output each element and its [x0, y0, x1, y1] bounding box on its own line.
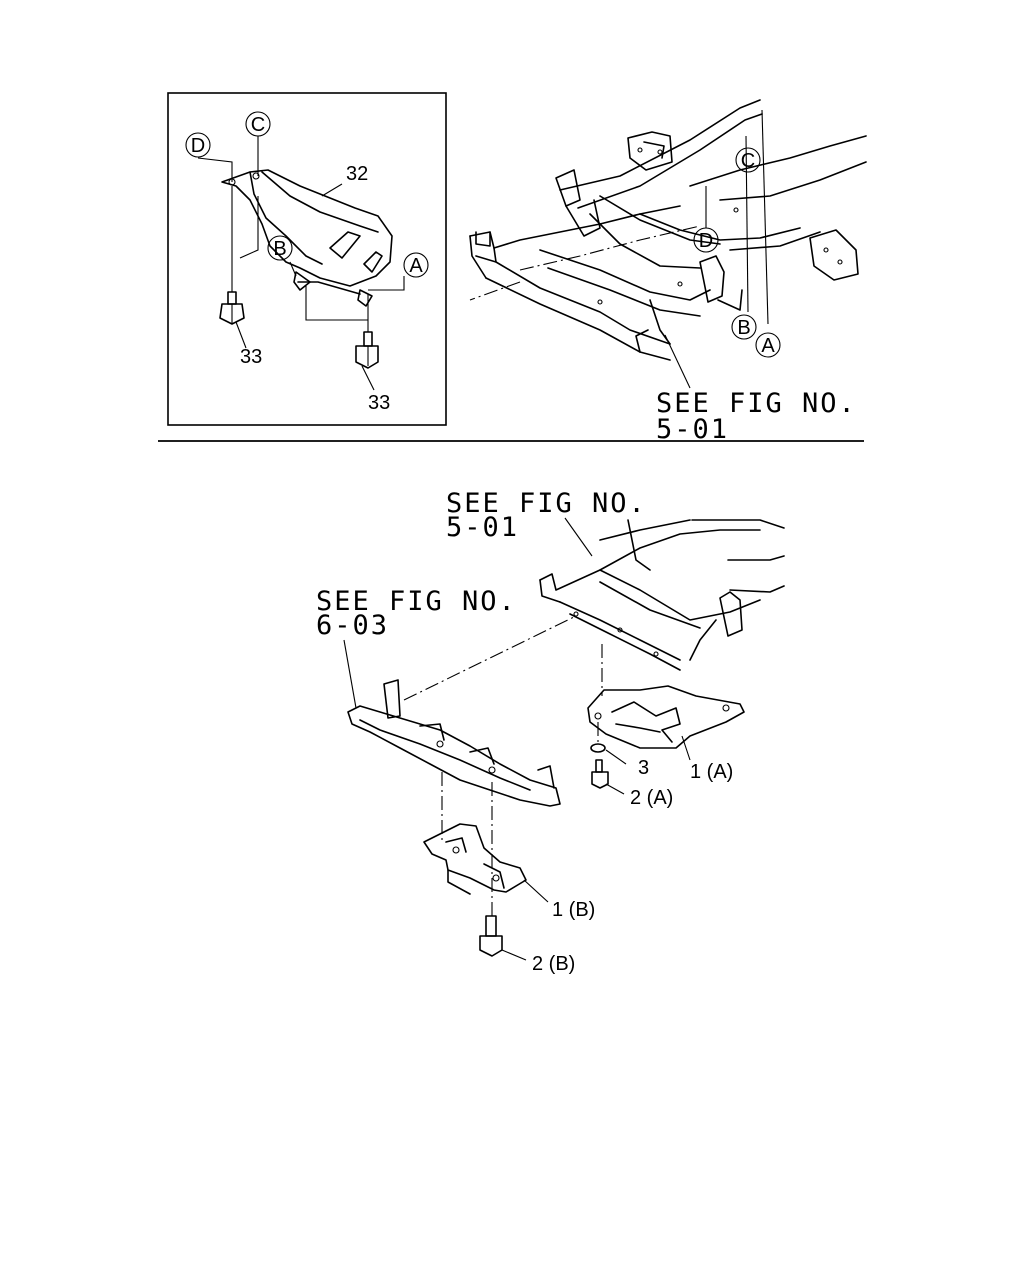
bolt-2b-drawing — [479, 915, 527, 961]
callout-d-frame: D — [699, 230, 713, 252]
bracket-1b-drawing — [423, 823, 549, 903]
inset-frame — [167, 92, 447, 426]
callout-b-frame: B — [737, 317, 750, 339]
bottom-frame-drawing — [539, 517, 785, 671]
inset-detail: D C B A 32 33 33 — [167, 92, 447, 426]
callout-c-inset: C — [251, 114, 265, 136]
callout-c-frame: C — [741, 150, 755, 172]
ref-bottom-frame-line1: SEE FIG NO. — [446, 488, 647, 519]
ref-crossmember-line1: SEE FIG NO. — [316, 586, 517, 617]
part-number-33-right: 33 — [368, 392, 390, 414]
top-frame-drawing — [469, 99, 867, 389]
callout-d-inset: D — [191, 135, 205, 157]
bolt-33-left-drawing — [219, 291, 245, 325]
crossmember-drawing — [343, 639, 561, 807]
ref-bottom-frame-line2: 5-01 — [446, 512, 519, 543]
part-number-1b: 1 (B) — [552, 899, 595, 921]
part-number-33-left: 33 — [240, 346, 262, 368]
part-number-2a: 2 (A) — [630, 787, 673, 809]
part-number-3: 3 — [638, 757, 649, 779]
ref-top-right-line2: 5-01 — [656, 414, 729, 445]
ref-crossmember-line2: 6-03 — [316, 610, 389, 641]
bolt-33-right-drawing — [355, 331, 379, 369]
callout-a-frame: A — [761, 335, 775, 357]
part-number-2b: 2 (B) — [532, 953, 575, 975]
ref-top-right-line1: SEE FIG NO. — [656, 388, 857, 419]
part-number-32: 32 — [346, 163, 368, 185]
shield-32-drawing — [221, 169, 393, 307]
shield-1a-drawing — [587, 685, 745, 761]
bolt-2a-drawing — [591, 759, 625, 795]
callout-b-inset: B — [273, 238, 286, 260]
part-number-1a: 1 (A) — [690, 761, 733, 783]
callout-a-inset: A — [409, 255, 423, 277]
